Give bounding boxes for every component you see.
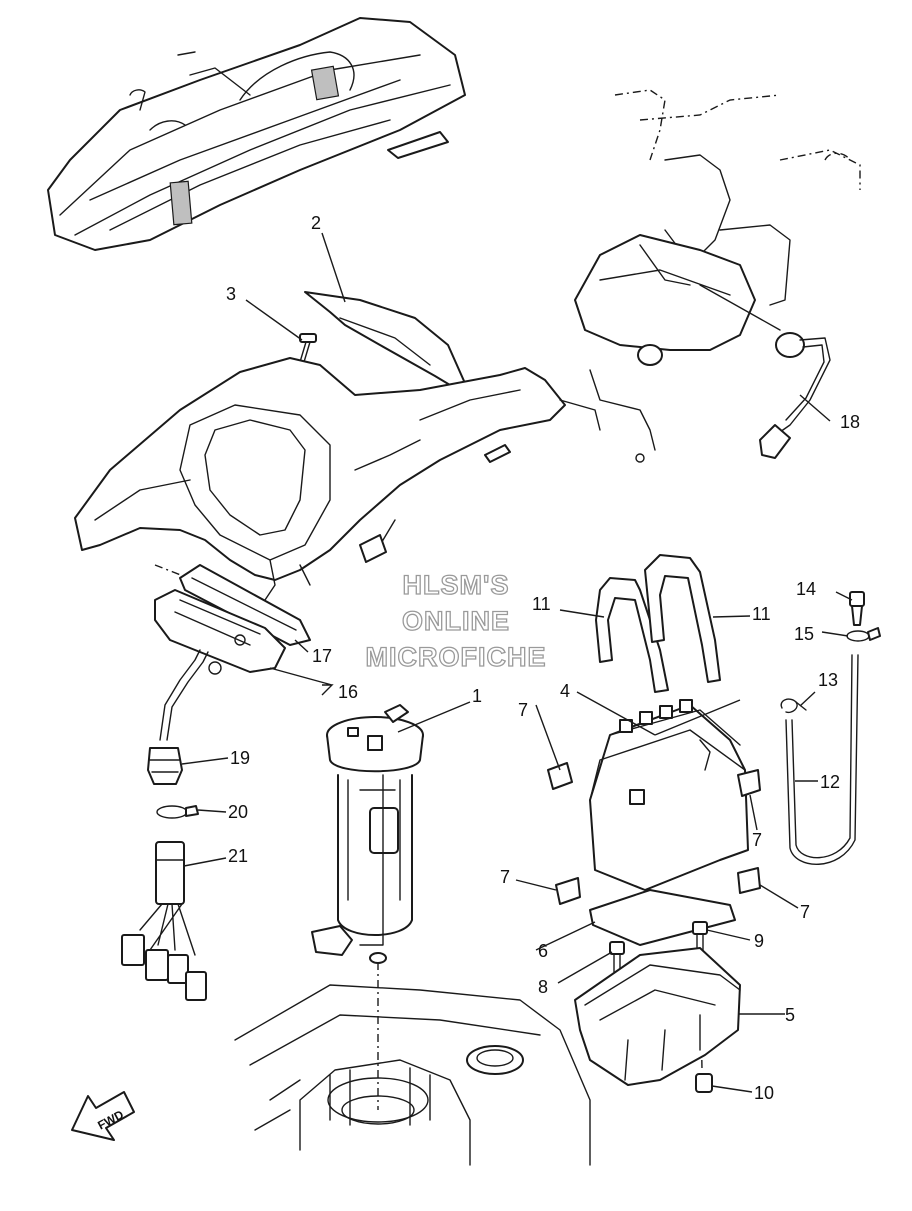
fuel-pump-part-1 bbox=[311, 704, 424, 1110]
watermark-line-1: HLSM'S bbox=[403, 570, 510, 600]
watermark: HLSM'S ONLINE MICROFICHE bbox=[365, 569, 547, 672]
watermark-line-3: MICROFICHE bbox=[366, 642, 547, 672]
meter-unit-part-16 bbox=[154, 589, 286, 741]
breather-fitting-part-14 bbox=[849, 591, 865, 626]
watercraft-overview-illustration bbox=[47, 17, 466, 251]
callout-13: 13 bbox=[818, 670, 838, 690]
wire-harness-part-21 bbox=[121, 841, 207, 1001]
steering-column-illustration bbox=[559, 89, 861, 463]
hull-tank-illustration bbox=[234, 984, 591, 1166]
callout-6: 6 bbox=[538, 941, 548, 961]
battery-band-part-11 bbox=[595, 554, 721, 693]
clip-part-13 bbox=[780, 698, 807, 714]
callout-9: 9 bbox=[754, 931, 764, 951]
deck-housing-illustration bbox=[74, 357, 566, 601]
meter-gasket-part-17 bbox=[179, 564, 311, 646]
callout-2: 2 bbox=[311, 213, 321, 233]
callout-7b: 7 bbox=[752, 830, 762, 850]
callout-numbers: 1 2 3 4 5 6 7 7 7 7 8 9 10 11 11 12 13 1… bbox=[226, 213, 860, 1103]
switch-harness-part-18 bbox=[759, 332, 831, 459]
callout-1: 1 bbox=[472, 686, 482, 706]
callout-3: 3 bbox=[226, 284, 236, 304]
battery-part-4 bbox=[589, 699, 749, 891]
callout-8: 8 bbox=[538, 977, 548, 997]
callout-7c: 7 bbox=[500, 867, 510, 887]
callout-21: 21 bbox=[228, 846, 248, 866]
callout-16: 16 bbox=[338, 682, 358, 702]
collar-part-10 bbox=[695, 1073, 713, 1093]
callout-20: 20 bbox=[228, 802, 248, 822]
callout-leader-lines bbox=[181, 232, 853, 1093]
battery-pad-part-7 bbox=[547, 762, 761, 905]
callout-5: 5 bbox=[785, 1005, 795, 1025]
callout-14: 14 bbox=[796, 579, 816, 599]
callout-7a: 7 bbox=[518, 700, 528, 720]
callout-19: 19 bbox=[230, 748, 250, 768]
clamp-part-20 bbox=[156, 805, 199, 819]
vent-hose-part-12 bbox=[785, 654, 859, 865]
callout-12: 12 bbox=[820, 772, 840, 792]
callout-11a: 11 bbox=[532, 594, 551, 614]
callout-10: 10 bbox=[754, 1083, 774, 1103]
forward-direction-arrow: FWD bbox=[71, 1091, 135, 1141]
callout-18: 18 bbox=[840, 412, 860, 432]
callout-7d: 7 bbox=[800, 902, 810, 922]
grommet-part-19 bbox=[147, 747, 183, 785]
battery-sheet-part-6 bbox=[589, 889, 736, 946]
callout-11b: 11 bbox=[752, 604, 771, 624]
battery-box-part-5 bbox=[574, 947, 741, 1086]
callout-15: 15 bbox=[794, 624, 814, 644]
callout-17: 17 bbox=[312, 646, 332, 666]
hose-clamp-part-15 bbox=[846, 627, 881, 642]
watermark-line-2: ONLINE bbox=[402, 606, 510, 636]
callout-4: 4 bbox=[560, 681, 570, 701]
